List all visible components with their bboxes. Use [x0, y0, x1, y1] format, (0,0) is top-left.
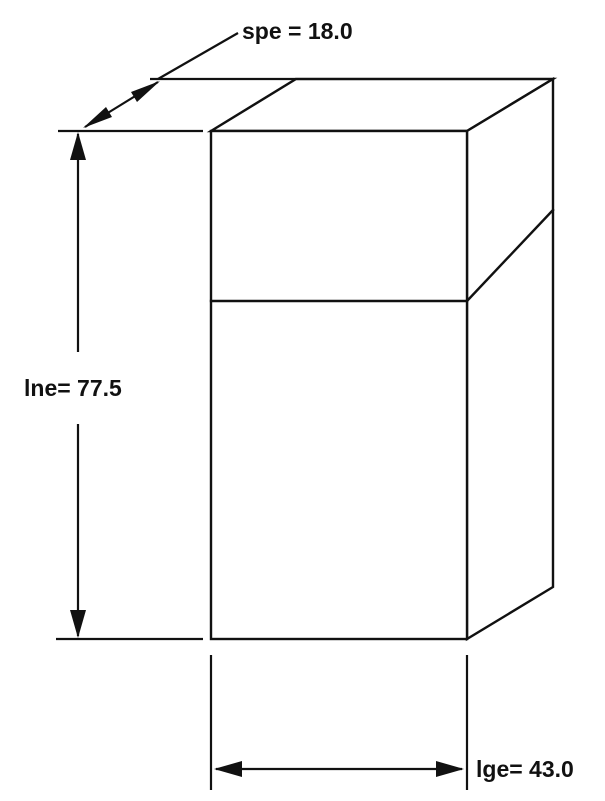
box-front-face [209, 129, 469, 641]
depth-leader-line [157, 32, 239, 80]
box-side-face [465, 76, 555, 642]
width-arrow-right [436, 761, 464, 777]
depth-arrow-front [83, 107, 112, 128]
depth-arrow-back [131, 81, 160, 102]
width-dimension: lge= 43.0 [209, 655, 574, 790]
width-label: lge= 43.0 [476, 756, 574, 782]
width-arrow-left [214, 761, 242, 777]
height-label: lne= 77.5 [24, 375, 122, 401]
depth-dimension: spe = 18.0 [58, 18, 353, 133]
lid-seam-side [465, 208, 555, 303]
height-arrow-bottom [70, 610, 86, 638]
depth-label: spe = 18.0 [242, 18, 353, 44]
height-arrow-top [70, 132, 86, 160]
height-dimension: lne= 77.5 [24, 132, 203, 641]
box-body [206, 76, 558, 642]
